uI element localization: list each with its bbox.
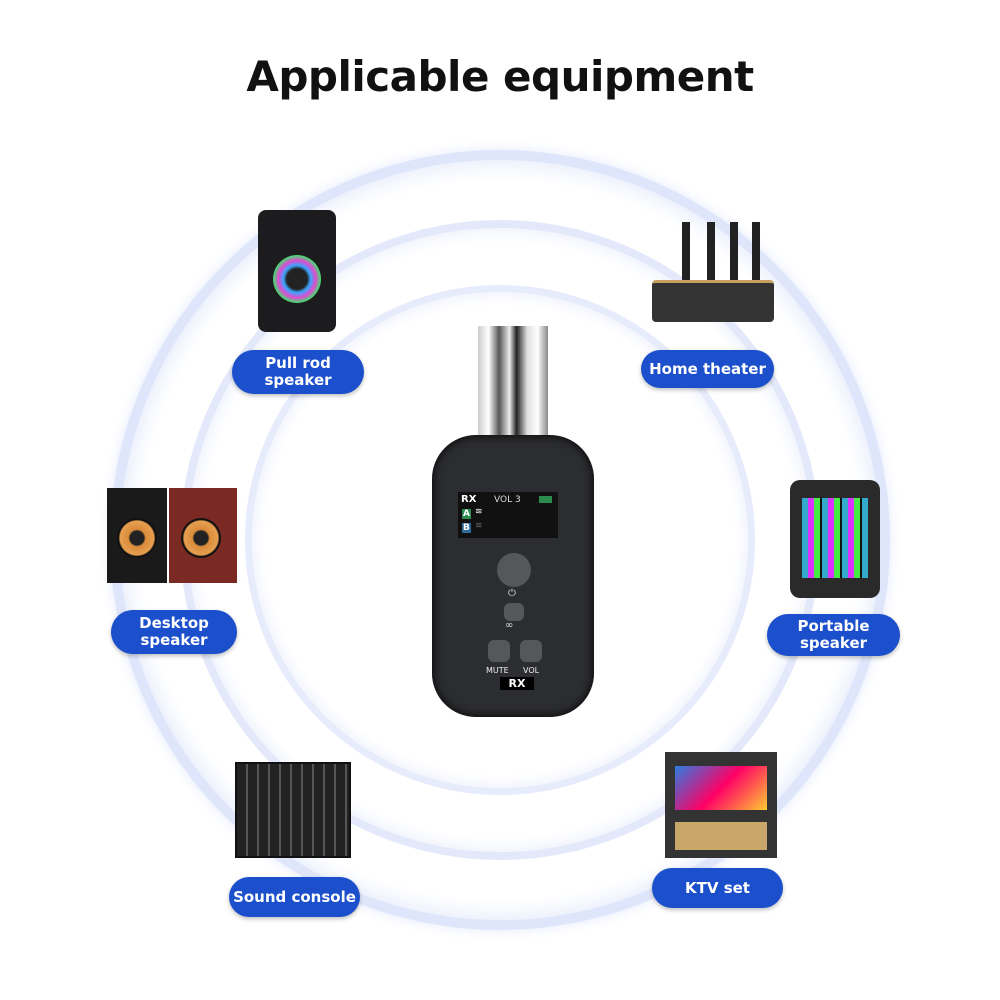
home-theater-image: [652, 222, 774, 322]
page-title: Applicable equipment: [246, 52, 754, 101]
mute-label: MUTE: [486, 666, 509, 675]
desktop-speaker-image: [107, 488, 237, 583]
label-sound-console: Sound console: [229, 877, 360, 917]
link-icon: ∞: [505, 620, 514, 631]
main-knob-button[interactable]: [497, 553, 531, 587]
vol-button[interactable]: [520, 640, 542, 662]
signal-icon-b: ≋: [475, 521, 483, 531]
vol-label: VOL: [523, 666, 540, 675]
device-screen: RX VOL 3 A ≋ B ≋: [458, 492, 558, 538]
label-home-theater: Home theater: [641, 350, 774, 388]
rx-badge: RX: [500, 677, 534, 690]
channel-a: A: [462, 509, 471, 519]
signal-icon-a: ≋: [475, 507, 483, 517]
label-desktop-speaker: Desktop speaker: [111, 610, 237, 654]
power-icon: ⏻: [508, 588, 516, 599]
screen-volume: VOL 3: [494, 495, 521, 505]
pull-rod-speaker-image: [258, 210, 336, 332]
pair-button[interactable]: [504, 603, 524, 621]
mute-button[interactable]: [488, 640, 510, 662]
channel-b: B: [462, 523, 471, 533]
portable-speaker-image: [790, 480, 880, 598]
label-pull-rod-speaker: Pull rod speaker: [232, 350, 364, 394]
label-ktv-set: KTV set: [652, 868, 783, 908]
xlr-plug: [478, 326, 548, 444]
battery-icon: [539, 496, 552, 503]
sound-console-image: [235, 762, 351, 858]
inner-ring: [245, 285, 755, 795]
screen-mode: RX: [461, 494, 477, 505]
label-portable-speaker: Portable speaker: [767, 614, 900, 656]
ktv-set-image: [665, 752, 777, 858]
